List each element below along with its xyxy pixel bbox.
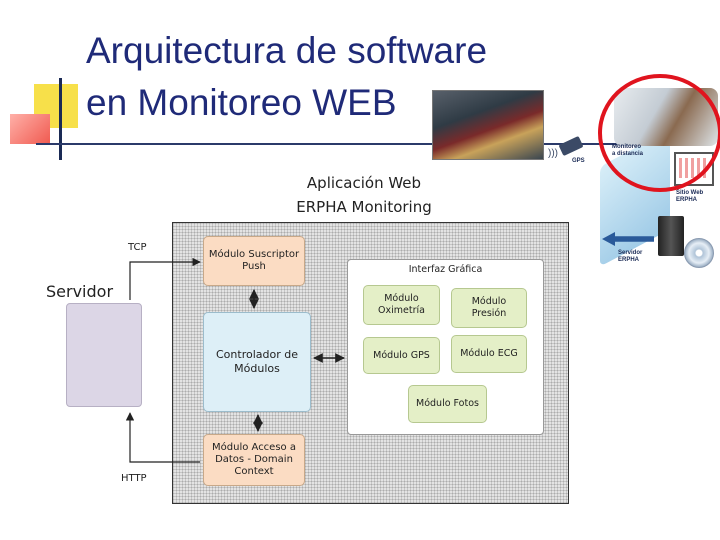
tcp-connector bbox=[129, 257, 201, 300]
http-label: HTTP bbox=[121, 473, 147, 484]
server-label: Servidor bbox=[46, 282, 114, 301]
red-square-decoration bbox=[10, 114, 50, 144]
diagram-title-line-2: ERPHA Monitoring bbox=[296, 198, 432, 216]
servidor-label-line-2: ERPHA bbox=[618, 257, 640, 263]
module-oximetria: Módulo Oximetría bbox=[363, 285, 440, 325]
gps-label: GPS bbox=[572, 158, 585, 164]
vertical-rule bbox=[59, 78, 62, 160]
sitio-label-line-2: ERPHA bbox=[676, 197, 698, 203]
sitio-label-line-1: Sitio Web bbox=[676, 190, 704, 196]
sitio-web-label: Sitio Web ERPHA bbox=[676, 190, 703, 204]
disc-icon bbox=[684, 238, 714, 268]
module-ecg: Módulo ECG bbox=[451, 335, 527, 373]
http-connector bbox=[125, 412, 200, 463]
server-tower-icon bbox=[658, 216, 684, 256]
slide-title-line-2: en Monitoreo WEB bbox=[86, 82, 397, 123]
servidor-label-line-1: Servidor bbox=[618, 250, 643, 256]
module-fotos: Módulo Fotos bbox=[408, 385, 487, 423]
rescue-photo bbox=[432, 90, 544, 160]
module-presion: Módulo Presión bbox=[451, 288, 527, 328]
highlight-circle bbox=[598, 74, 720, 192]
module-gps: Módulo GPS bbox=[363, 337, 440, 374]
module-controlador: Controlador de Módulos bbox=[203, 312, 311, 412]
servidor-erpha-label: Servidor ERPHA bbox=[618, 250, 642, 264]
module-suscriptor-push: Módulo Suscriptor Push bbox=[203, 236, 305, 286]
server-box bbox=[66, 303, 142, 407]
slide-title-line-1: Arquitectura de software bbox=[86, 30, 488, 71]
horizontal-rule bbox=[36, 143, 636, 145]
signal-icon: ))) bbox=[548, 148, 558, 159]
tcp-label: TCP bbox=[128, 242, 147, 253]
diagram-title-line-1: Aplicación Web bbox=[306, 174, 422, 192]
interfaz-grafica-title: Interfaz Gráfica bbox=[408, 264, 483, 275]
module-acceso-datos: Módulo Acceso a Datos - Domain Context bbox=[203, 434, 305, 486]
